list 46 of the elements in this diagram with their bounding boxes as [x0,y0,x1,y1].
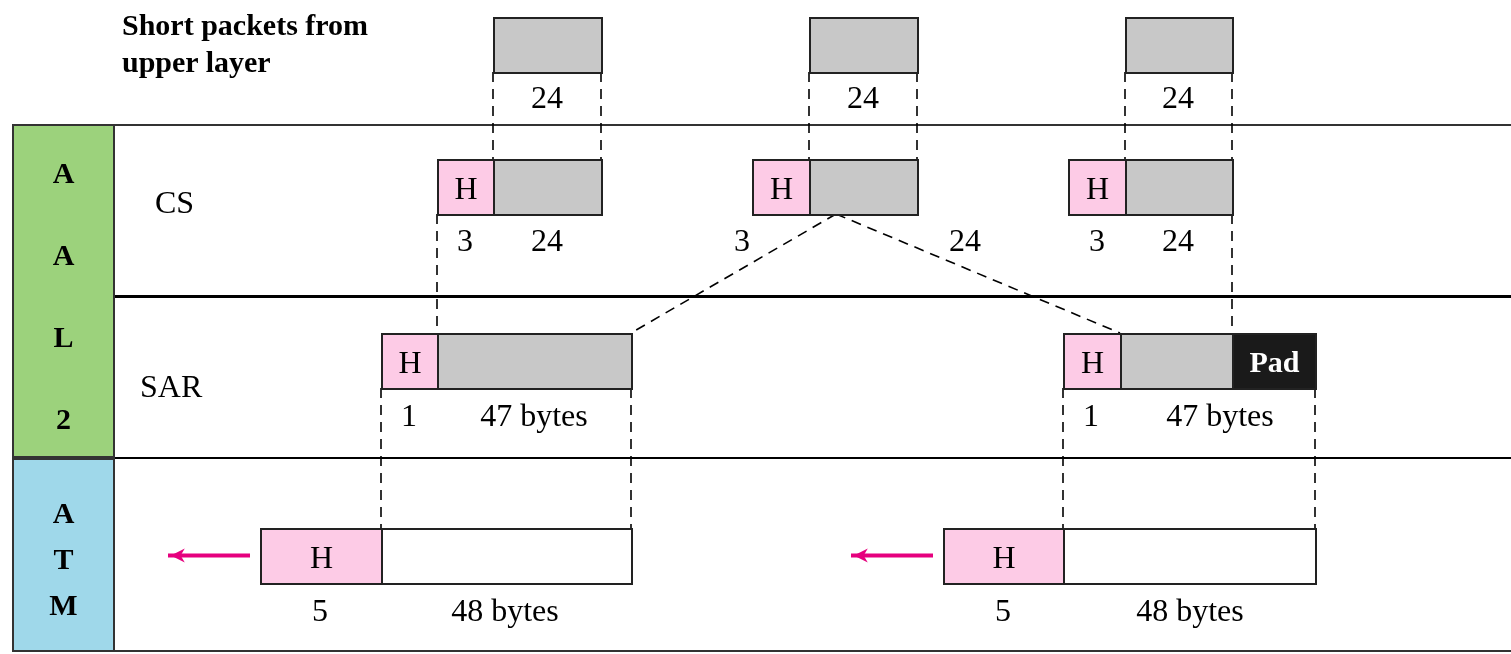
packet [1068,159,1234,216]
size-label: 1 [401,397,417,433]
layer-label-box [12,124,115,458]
packet [381,333,633,390]
header-cell: H [383,335,437,388]
dashed-line [1062,387,1316,529]
layer-label-box [12,458,115,652]
packet [260,528,633,585]
size-label: 48 bytes [451,592,559,628]
header-cell: H [945,530,1063,583]
header-cell: H [754,161,809,214]
header-cell: H [1070,161,1125,214]
header-cell: H [1065,335,1120,388]
dashed-line [492,71,602,160]
packet [437,159,603,216]
size-label: 3 [457,222,473,258]
sublayer-label: SAR [140,367,203,406]
size-label: 24 [1162,79,1194,115]
dashed-line [808,71,918,160]
header-cell: H [262,530,381,583]
dashed-line [380,387,632,529]
size-label: 3 [1089,222,1105,258]
size-label: 48 bytes [1136,592,1244,628]
size-label: 47 bytes [1166,397,1274,433]
dashed-line [1124,71,1233,160]
sublayer-label: CS [155,183,195,222]
heading-text: Short packets from upper layer [122,7,370,80]
packet [1063,333,1317,390]
packet [943,528,1317,585]
layer-name: AAL2 [51,155,76,437]
size-label: 24 [1162,222,1194,258]
padding-cell: Pad [1232,335,1315,388]
size-label: 5 [995,592,1011,628]
size-label: 47 bytes [480,397,588,433]
packet [752,159,919,216]
arrow [168,548,250,563]
layer-name: ATM [48,495,79,623]
size-label: 24 [531,222,563,258]
size-label: 24 [949,222,981,258]
size-label: 3 [734,222,750,258]
size-label: 24 [531,79,563,115]
arrow [851,548,933,563]
size-label: 1 [1083,397,1099,433]
size-label: 5 [312,592,328,628]
size-label: 24 [847,79,879,115]
header-cell: H [439,161,493,214]
